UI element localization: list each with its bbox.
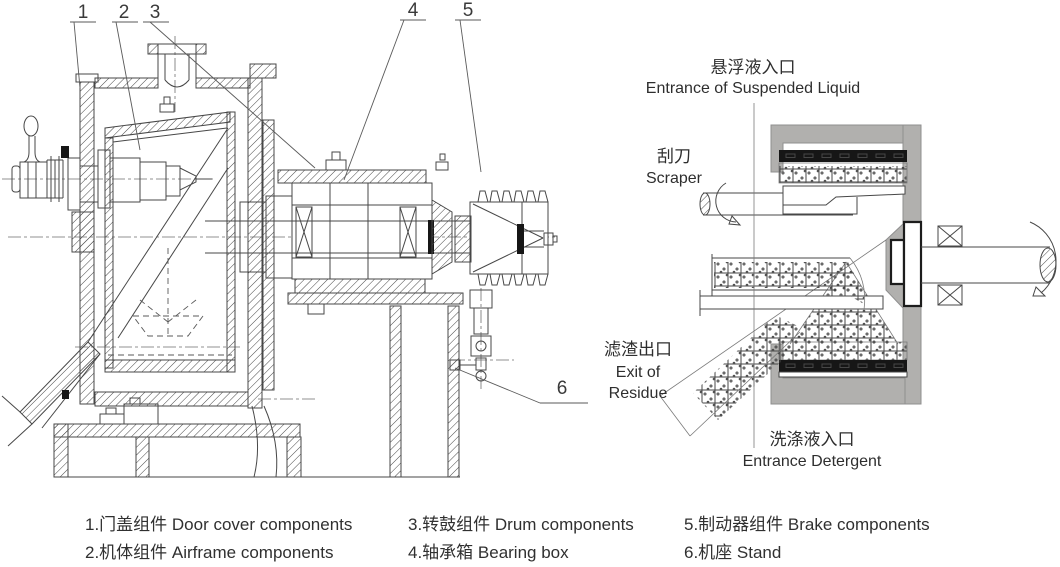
label-residue-exit-en2: Residue bbox=[608, 385, 668, 402]
legend-item-airframe: 2.机体组件 Airframe components bbox=[85, 543, 334, 562]
top-port bbox=[148, 44, 206, 87]
callout-4: 4 bbox=[407, 0, 419, 21]
label-residue-exit-en1: Exit of bbox=[615, 364, 661, 381]
filter-screen-bottom bbox=[779, 342, 907, 377]
callout-1: 1 bbox=[77, 2, 89, 23]
legend-item-stand: 6.机座 Stand bbox=[684, 543, 782, 562]
label-residue-exit-zh: 滤渣出口 bbox=[604, 340, 672, 359]
callout-2: 2 bbox=[118, 2, 130, 23]
scraper-arm bbox=[700, 183, 853, 225]
feed-channel bbox=[712, 254, 865, 310]
stand-base bbox=[54, 306, 460, 477]
callout-5: 5 bbox=[462, 0, 474, 21]
label-scraper-zh: 刮刀 bbox=[657, 147, 691, 166]
bearing-box bbox=[205, 152, 517, 314]
scraper-blade bbox=[783, 186, 905, 214]
door-handle bbox=[12, 116, 63, 202]
cross-section-drawing bbox=[2, 20, 588, 477]
label-detergent-en: Entrance Detergent bbox=[742, 453, 882, 470]
filter-screen-top bbox=[779, 150, 907, 183]
legend-item-drum: 3.转鼓组件 Drum components bbox=[408, 515, 634, 534]
shaft-rotation-arrow bbox=[1030, 222, 1056, 293]
callout-leaders bbox=[70, 20, 588, 403]
label-scraper-en: Scraper bbox=[645, 170, 703, 187]
legend-item-door-cover: 1.门盖组件 Door cover components bbox=[85, 515, 353, 534]
wash-pipe bbox=[700, 290, 883, 316]
door-chute bbox=[2, 342, 100, 446]
feed-assembly bbox=[98, 150, 212, 208]
door-cover bbox=[2, 74, 100, 446]
legend-item-brake: 5.制动器组件 Brake components bbox=[684, 515, 930, 534]
drive-shaft bbox=[891, 222, 1056, 306]
callout-3: 3 bbox=[149, 2, 161, 23]
flow-schematic bbox=[660, 103, 1056, 448]
label-detergent-zh: 洗涤液入口 bbox=[769, 430, 855, 449]
label-suspended-liquid-en: Entrance of Suspended Liquid bbox=[645, 80, 861, 97]
brake-assembly bbox=[455, 191, 557, 285]
housing-body bbox=[95, 44, 277, 477]
scraper-rotation-arrow bbox=[716, 183, 736, 222]
drum-assembly bbox=[88, 97, 292, 372]
callout-6: 6 bbox=[556, 378, 568, 399]
label-suspended-liquid-zh: 悬浮液入口 bbox=[710, 58, 796, 77]
legend-item-bearing-box: 4.轴承箱 Bearing box bbox=[408, 543, 569, 562]
